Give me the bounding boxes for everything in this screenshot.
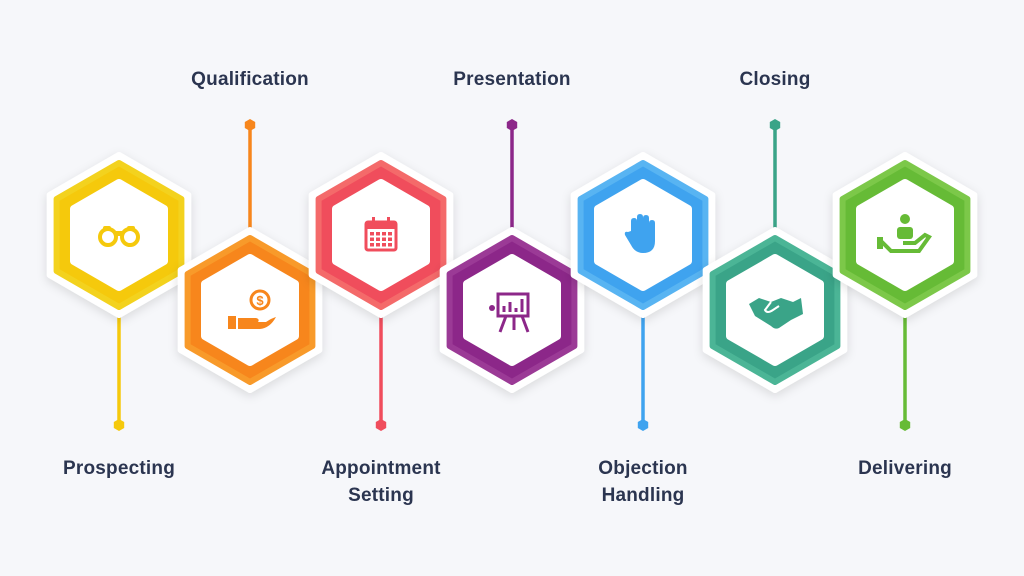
- step-hexagon-delivering: [832, 152, 978, 318]
- step-label: Prospecting: [19, 455, 219, 482]
- connector-dot: [113, 419, 125, 431]
- step-hexagon-closing: [702, 227, 848, 393]
- handshake-icon: [749, 298, 803, 329]
- step-label: Qualification: [150, 66, 350, 93]
- connector-dot: [637, 419, 649, 431]
- connector-dot: [769, 119, 781, 131]
- step-label-line: Closing: [739, 69, 811, 90]
- hand-coin-icon: $: [228, 289, 276, 329]
- step-label-line: Qualification: [191, 69, 309, 90]
- presentation-board-icon: [489, 292, 530, 333]
- delivery-hand-icon: [877, 214, 932, 253]
- step-label-line: Prospecting: [63, 458, 175, 479]
- connector-dot: [375, 419, 387, 431]
- step-label: Presentation: [412, 66, 612, 93]
- connector-dot: [244, 119, 256, 131]
- step-hexagon-qualification: $: [177, 227, 323, 393]
- step-label-line: Handling: [601, 485, 685, 506]
- step-hexagon-prospecting: [46, 152, 192, 318]
- step-label-line: Delivering: [858, 458, 952, 479]
- step-hexagon-appointment-setting: [308, 152, 454, 318]
- connector-dot: [506, 119, 518, 131]
- step-label-line: Setting: [348, 485, 414, 506]
- binoculars-icon: [98, 226, 140, 247]
- calendar-icon: [364, 217, 398, 252]
- step-hexagon-presentation: [439, 227, 585, 393]
- svg-text:$: $: [256, 293, 264, 308]
- connector-dot: [899, 419, 911, 431]
- step-hexagon-objection-handling: [570, 152, 716, 318]
- raised-hand-icon: [624, 214, 655, 253]
- step-label-line: Appointment: [321, 458, 441, 479]
- step-label: Delivering: [805, 455, 1005, 482]
- step-label: Closing: [675, 66, 875, 93]
- step-label-line: Presentation: [453, 69, 571, 90]
- step-label-line: Objection: [598, 458, 688, 479]
